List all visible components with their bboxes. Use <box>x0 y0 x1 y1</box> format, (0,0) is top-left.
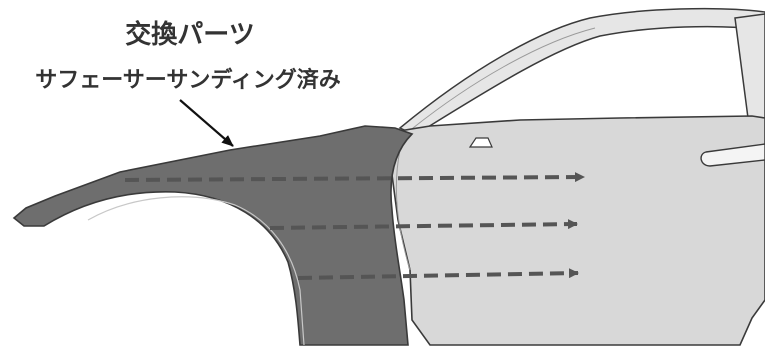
title-label: 交換パーツ <box>125 19 254 50</box>
blend-arrow-top <box>124 172 585 183</box>
blend-arrow-middle <box>269 219 578 230</box>
mirror-mount <box>468 137 493 148</box>
blend-arrow-bottom <box>297 268 579 280</box>
door-panel <box>391 115 765 346</box>
door-handle <box>700 143 765 167</box>
b-pillar <box>734 13 765 121</box>
roof-frame <box>398 7 765 136</box>
blend-arrows <box>124 172 585 280</box>
pointer-arrow <box>179 99 234 147</box>
subtitle-label: サフェーサーサンディング済み <box>35 67 341 93</box>
fender-panel <box>12 125 414 346</box>
